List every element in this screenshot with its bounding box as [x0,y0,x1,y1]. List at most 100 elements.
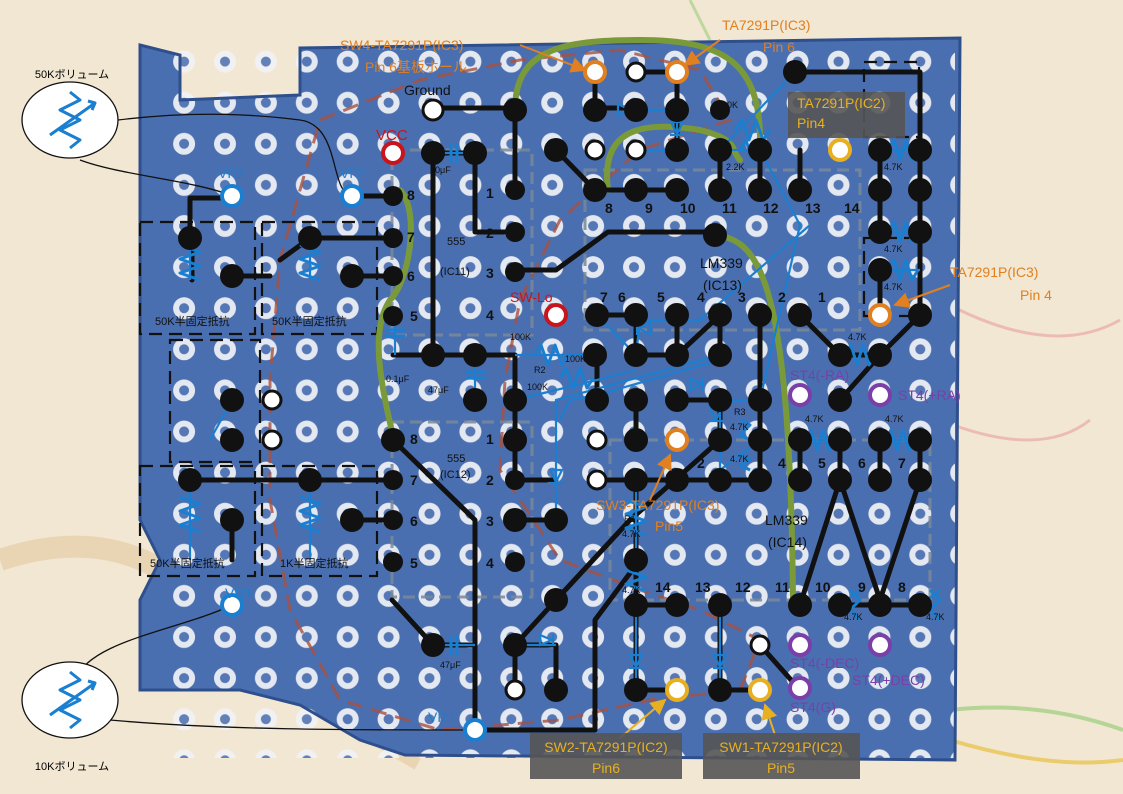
ta-pin6-line1: TA7291P(IC3) [722,17,810,33]
sw4-label-line1: SW4-TA7291P(IC3) [340,37,463,53]
ic11-pin-6: 6 [407,268,415,284]
ic14-pin-7: 7 [898,455,906,471]
ic12-pin-7: 7 [410,472,418,488]
vcc-label: VCC [376,127,408,144]
ic11-pin-4: 4 [486,307,494,323]
ic12-pin-3: 3 [486,513,494,529]
ic12-pin-4: 4 [486,555,494,571]
cap-10uf: 10μF [430,165,451,175]
sw3-line1: SW3-TA7291P(IC3) [596,497,719,513]
ic12-pin-8: 8 [410,431,418,447]
ic13-pin-12: 12 [763,200,779,216]
res-4-7k-3: 4.7K [884,282,903,292]
ic2-pin4-line2: Pin4 [797,115,825,131]
ic13-pin-7: 7 [600,289,608,305]
ic11-name: 555 [447,236,465,248]
st4-pos-dec: ST4(+DEC) [852,672,925,688]
ic13-pin-5: 5 [657,289,665,305]
ta-pin6-line2: Pin 6 [763,39,795,55]
ic14-pin-13: 13 [695,579,711,595]
ic14-pin-8: 8 [898,579,906,595]
res-100k-c: 100K [527,382,548,392]
cap-47uf-b: 47μF [440,660,461,670]
vr2-right-label: VR2 [340,165,367,181]
ic13-pin-9: 9 [645,200,653,216]
ic12-pin-5: 5 [410,555,418,571]
ic12-name: 555 [447,453,465,465]
ic13-ref: (IC13) [703,277,742,293]
res-4-7k-2: 4.7K [884,244,903,254]
res-4-7k-11: 4.7K [844,612,863,622]
res-4-7k-5: 4.7K [805,414,824,424]
sw2-line2: Pin6 [592,760,620,776]
ic11-pin-2: 2 [486,225,494,241]
trimmer-label-3: 50K半固定抵抗 [150,556,225,570]
res-4-7k-7: 4.7K [730,422,749,432]
ic11-pin-7: 7 [407,229,415,245]
ic13-pin-2: 2 [778,289,786,305]
st4-pos-ra: ST4(+RA) [898,387,961,403]
sw2-line1: SW2-TA7291P(IC2) [544,739,667,755]
trimmer-label-2: 50K半固定抵抗 [272,314,347,328]
ic14-pin-12: 12 [735,579,751,595]
ic14-pin-9: 9 [858,579,866,595]
ic2-pin4-box [788,92,905,138]
ic11-pin-8: 8 [407,187,415,203]
ic14-name: LM339 [765,512,808,528]
ic11-pin-5: 5 [410,308,418,324]
ic14-pin-10: 10 [815,579,831,595]
ic14-pin-6: 6 [858,455,866,471]
ic12-ref: (IC12) [440,469,471,481]
sw1-line1: SW1-TA7291P(IC2) [719,739,842,755]
res-4-7k-1: 4.7K [884,162,903,172]
res-20k: 20K [722,100,738,110]
volume-bottom-caption: 10Kボリューム [35,760,109,773]
res-4-7k-6: 4.7K [885,414,904,424]
res-2-2k: 2.2K [726,162,745,172]
ic14-pin-5: 5 [818,455,826,471]
vr2-left-label: VR2 [218,165,245,181]
res-4-7k-10: 4.7K [622,585,641,595]
ic12-pin-1: 1 [486,431,494,447]
sw1-line2: Pin5 [767,760,795,776]
ic14-pin-11: 11 [775,579,790,595]
ic14-pin-14: 14 [655,579,671,595]
ic14-ref: (IC14) [768,534,807,550]
vr1-bottom-label: VR1 [428,709,455,725]
ic13-pin-8: 8 [605,200,613,216]
volume-top-caption: 50Kボリューム [35,68,109,81]
ic2-pin4-line1: TA7291P(IC2) [797,95,885,111]
ic3-pin4-line1: TA7291P(IC3) [950,264,1038,280]
st4-g: ST4(G) [790,699,836,715]
ic3-pin4-line2: Pin 4 [1020,287,1052,303]
cap-01uf: 0.1μF [386,374,410,384]
ground-label: Ground [404,82,451,98]
ic11-ref: (IC11) [440,266,470,278]
ic11-pin-3: 3 [486,265,494,281]
ic13-pin-11: 11 [722,200,737,216]
ic13-pin-3: 3 [738,289,746,305]
sw2-box [530,733,682,779]
res-4-7k-9: 4.7K [622,529,641,539]
ic12-pin-2: 2 [486,472,494,488]
res-100k-b: 100K [565,354,586,364]
ic14-pin-4: 4 [778,455,786,471]
vr1-left-label: VR1 [225,585,252,601]
st4-neg-dec: ST4(-DEC) [790,655,859,671]
ic13-pin-14: 14 [844,200,860,216]
sw3-line2: Pin5 [655,518,683,534]
res-r3: R3 [734,407,746,417]
trimmer-label-1: 50K半固定抵抗 [155,314,230,328]
sw4-label-line2: Pin 6基板ホール [365,59,467,75]
trimmer-label-4: 1K半固定抵抗 [280,556,348,570]
ic11-pin-1: 1 [486,185,494,201]
res-r1: R1 [624,514,636,524]
st4-neg-ra: ST4(-RA) [790,367,849,383]
res-100k-a: 100K [510,332,531,342]
res-4-7k-8: 4.7K [730,454,749,464]
ic13-pin-6: 6 [618,289,626,305]
res-r2: R2 [534,365,546,375]
ic13-pin-13: 13 [805,200,821,216]
